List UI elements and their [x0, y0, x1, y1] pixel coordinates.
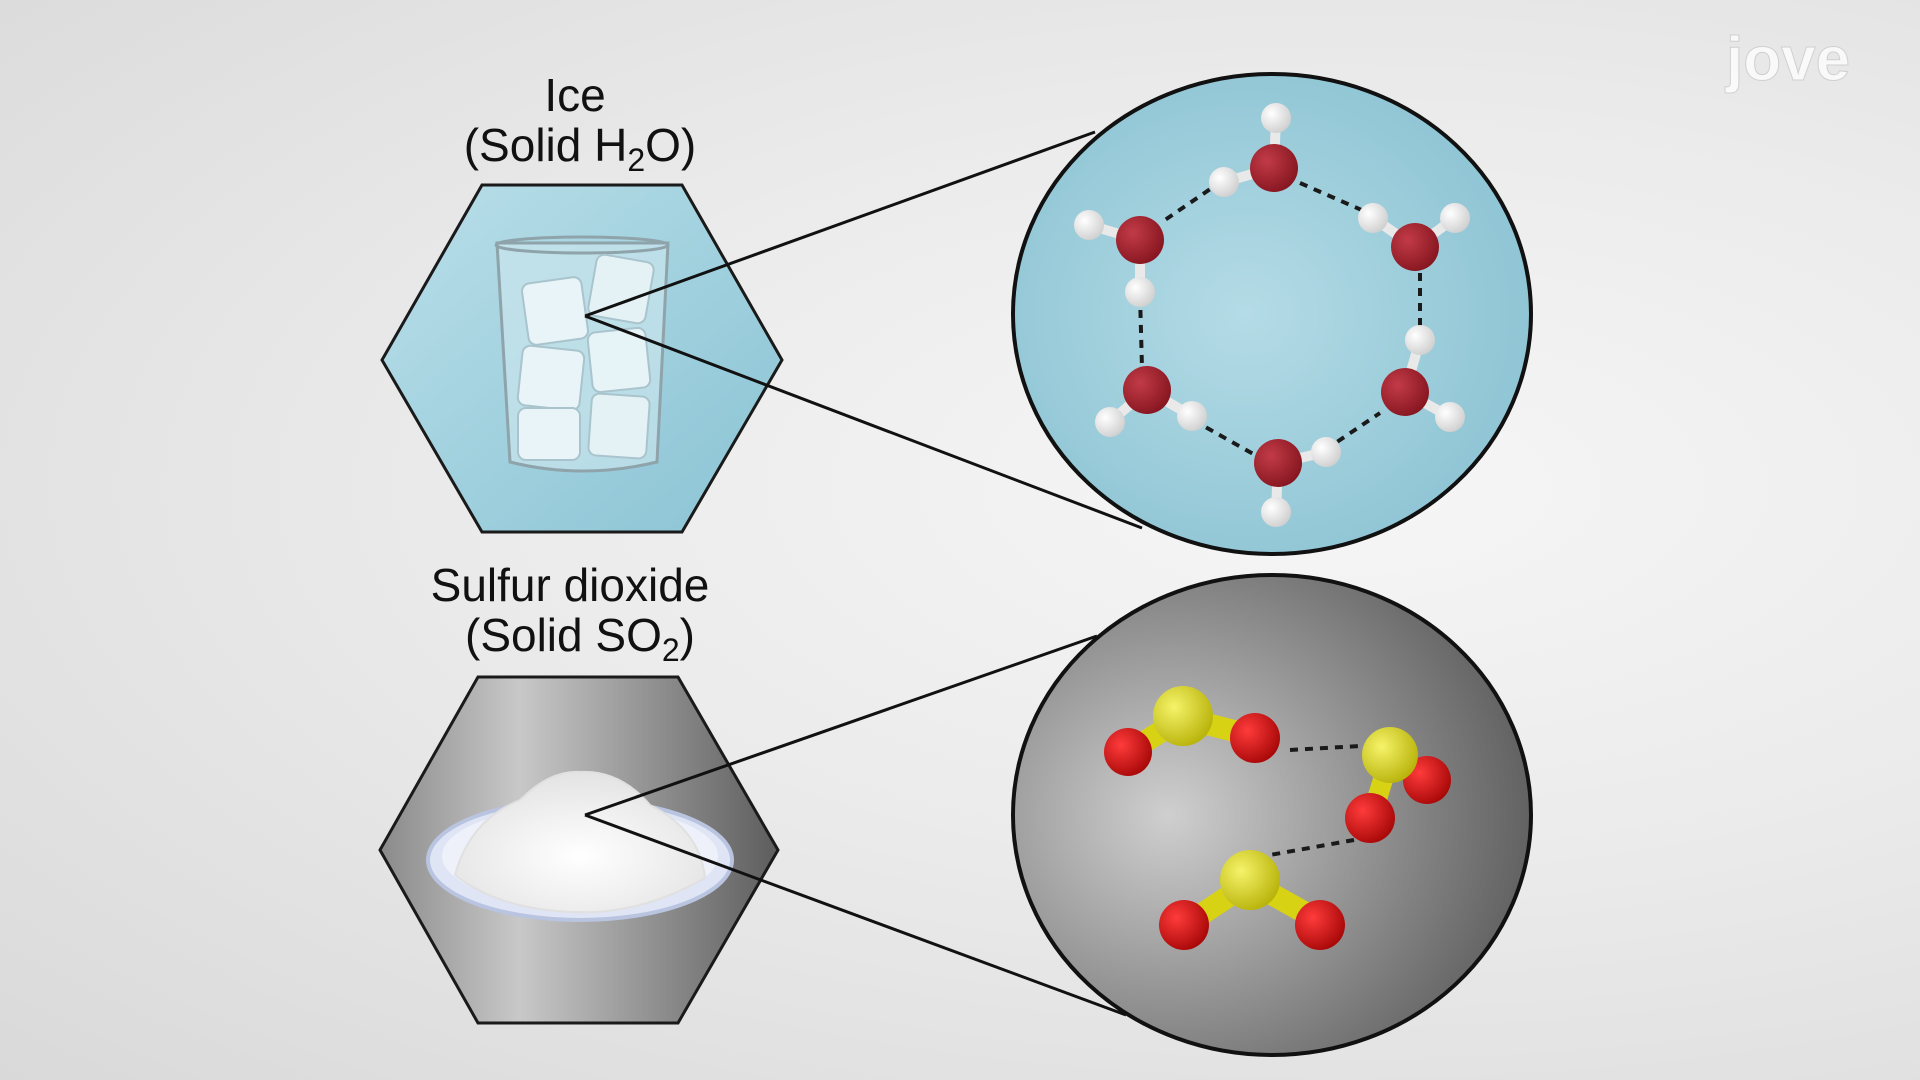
water-molecule: [1254, 437, 1341, 527]
so2-formula-prefix: (Solid SO: [465, 609, 662, 661]
so2-intermolecular-attractions: [1269, 744, 1361, 857]
jove-logo-text: jove: [1725, 25, 1850, 94]
so2-formula-label: (Solid SO2): [420, 609, 740, 666]
water-molecule: [1381, 325, 1465, 432]
water-molecule: [1095, 366, 1207, 437]
ice-title: Ice: [544, 69, 606, 121]
ice-zoom-lines: [584, 130, 1143, 530]
ice-glass-illustration: [494, 235, 670, 473]
ice-molecular-view: [1011, 72, 1533, 556]
ice-formula-prefix: (Solid H: [463, 119, 628, 171]
so2-molecular-view: [1011, 573, 1533, 1057]
water-molecule: [1074, 210, 1164, 307]
ice-formula-suffix: O): [645, 119, 697, 171]
water-molecule: [1358, 203, 1470, 271]
so2-formula-suffix: ): [679, 609, 695, 661]
jove-logo: jove: [1725, 25, 1851, 95]
so2-formula-subscript: 2: [661, 632, 680, 668]
so2-powder-illustration: [426, 770, 734, 922]
so2-title: Sulfur dioxide: [430, 559, 710, 611]
so2-molecule: [1159, 850, 1345, 950]
so2-zoom-lines: [584, 634, 1127, 1017]
water-molecule: [1209, 103, 1298, 197]
so2-molecule: [1345, 727, 1451, 843]
so2-molecule: [1104, 686, 1280, 776]
ice-formula-subscript: 2: [627, 142, 646, 178]
ice-formula-label: (Solid H2O): [420, 119, 740, 176]
